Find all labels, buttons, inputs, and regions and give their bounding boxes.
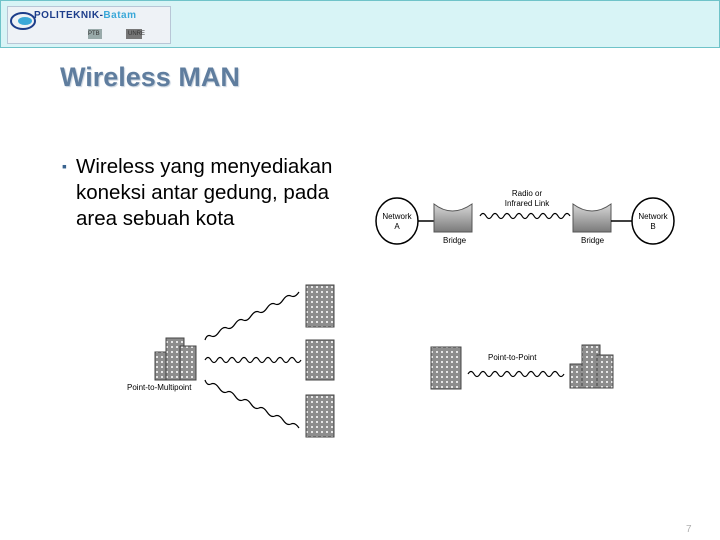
radio-link-wave [479, 212, 571, 220]
network-b-label-line1: Network [638, 212, 668, 221]
network-b-node: Network B [631, 197, 675, 245]
ptmp-label: Point-to-Multipoint [127, 383, 192, 392]
logo-sub-left: PTB [88, 31, 100, 37]
link-label-line2: Infrared Link [505, 199, 550, 208]
logo-wordmark: POLITEKNIK-Batam [34, 10, 137, 21]
page-number: 7 [686, 524, 692, 535]
ptp-wave [467, 370, 565, 378]
ptmp-hub-building-icon [154, 337, 197, 381]
ptp-building-left-icon [430, 346, 462, 390]
bridge-left-label: Bridge [443, 236, 467, 245]
ptp-building-right-icon [569, 344, 614, 389]
logo-sub-right: UNRE [128, 31, 146, 37]
ptmp-wave-top [204, 291, 300, 341]
ptmp-building-bottom-icon [305, 394, 335, 438]
ptmp-building-mid-icon [305, 339, 335, 381]
bullet-text: Wireless yang menyediakan koneksi antar … [76, 155, 333, 230]
logo-swoosh-icon [10, 12, 142, 39]
network-a-label-line1: Network [382, 212, 412, 221]
link-label-line1: Radio or [512, 189, 543, 198]
institution-logo: POLITEKNIK-Batam PTB UNRE [7, 6, 171, 44]
network-a-node: Network A [375, 197, 419, 245]
bullet-square-icon: ▪ [62, 158, 67, 174]
bridge-left-icon: Bridge [433, 202, 473, 245]
ptmp-wave-bottom [204, 379, 300, 429]
ptp-label: Point-to-Point [488, 353, 537, 362]
network-a-label-line2: A [394, 222, 400, 231]
ptmp-building-top-icon [305, 284, 335, 328]
slide-title: Wireless MAN [60, 62, 240, 92]
bridge-right-label: Bridge [581, 236, 605, 245]
header-bar: POLITEKNIK-Batam PTB UNRE [0, 0, 720, 48]
bridge-right-icon: Bridge [572, 203, 612, 245]
network-b-label-line2: B [650, 222, 655, 231]
ptmp-wave-mid [204, 356, 302, 364]
